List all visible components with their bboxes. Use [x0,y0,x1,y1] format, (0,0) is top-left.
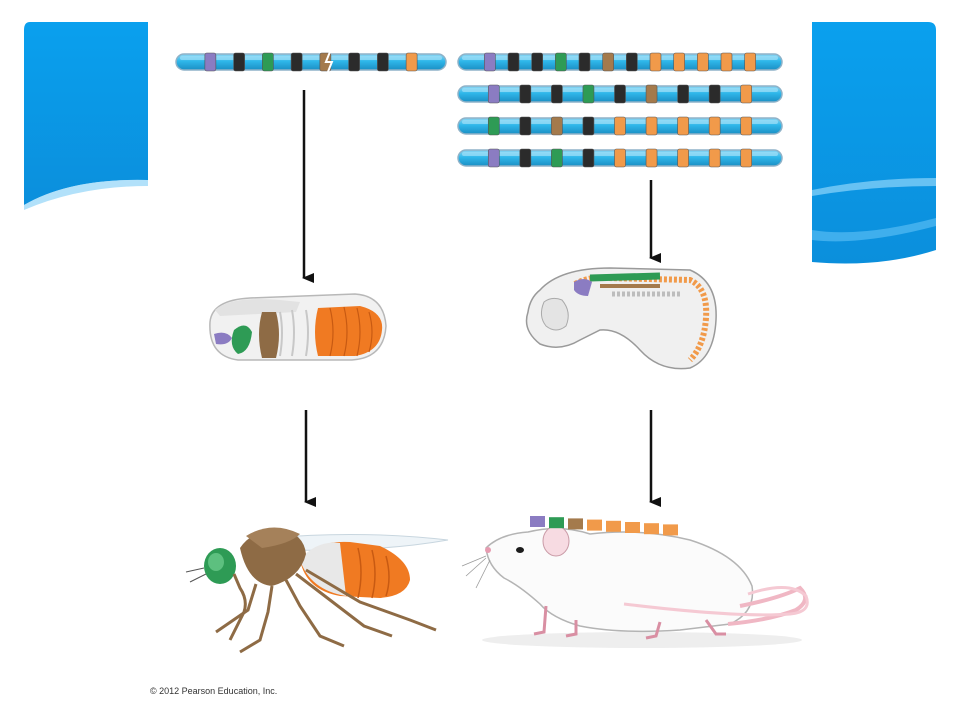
gene-orange [740,84,753,104]
gene-black [519,116,532,136]
mouse-region-orange [606,520,621,532]
gene-lavender [484,52,496,72]
gene-orange [405,52,418,72]
gene-orange [649,52,662,72]
mouse-region-orange [625,522,640,533]
mouse-region-brown [568,518,583,530]
mouse-region-green [549,517,564,529]
gene-orange [614,116,626,136]
mouse-region-lavender [530,516,545,527]
gene-orange [677,116,689,136]
gene-brown [602,52,614,72]
adult-mouse-icon [461,525,809,648]
gene-lavender [204,52,217,72]
slide-theme-left [24,22,148,210]
mouse-region-orange [587,519,602,531]
fly-embryo-icon [209,293,387,361]
gene-lavender [487,148,500,168]
slide-theme-right [812,22,936,264]
mouse-body-region-blocks [530,516,678,536]
gene-black [377,52,389,72]
gene-black [677,84,689,104]
gene-orange [697,52,709,72]
gene-orange [645,116,658,136]
gene-orange [645,148,658,168]
gene-black [626,52,638,72]
mouse-region-orange [644,523,659,535]
gene-orange [614,148,626,168]
mouse-hox-chromosomes [457,52,783,168]
gene-orange [740,148,753,168]
gene-black [578,52,591,72]
gene-black [519,148,532,168]
gene-black [507,52,520,72]
gene-green [555,52,567,72]
gene-lavender [487,84,500,104]
gene-black [582,148,595,168]
gene-black [551,84,563,104]
mouse-embryo-icon [525,267,717,370]
gene-black [614,84,626,104]
gene-orange [708,116,721,136]
gene-black [582,116,595,136]
mouse-chromosome-3 [457,116,783,136]
gene-brown [551,116,563,136]
mouse-chromosome-4 [457,148,783,168]
gene-orange [673,52,685,72]
gene-black [519,84,532,104]
gene-black [708,84,721,104]
adult-fly-icon [185,527,449,654]
fly-hox-chromosome [175,51,447,73]
copyright-credit: © 2012 Pearson Education, Inc. [150,686,278,696]
gene-black [531,52,543,72]
gene-orange [740,116,753,136]
gene-black [233,52,245,72]
mouse-chromosome-2 [457,84,783,104]
gene-green [582,84,595,104]
gene-orange [744,52,756,72]
gene-orange [677,148,689,168]
fly-chromosome [175,51,447,73]
gene-brown [645,84,658,104]
chromosome-break-mark [324,51,334,73]
gene-green [262,52,274,72]
gene-black [348,52,360,72]
gene-black [290,52,303,72]
gene-orange [708,148,721,168]
gene-green [487,116,500,136]
gene-green [551,148,563,168]
mouse-region-orange [663,524,678,536]
gene-orange [720,52,733,72]
mouse-chromosome-1 [457,52,783,72]
